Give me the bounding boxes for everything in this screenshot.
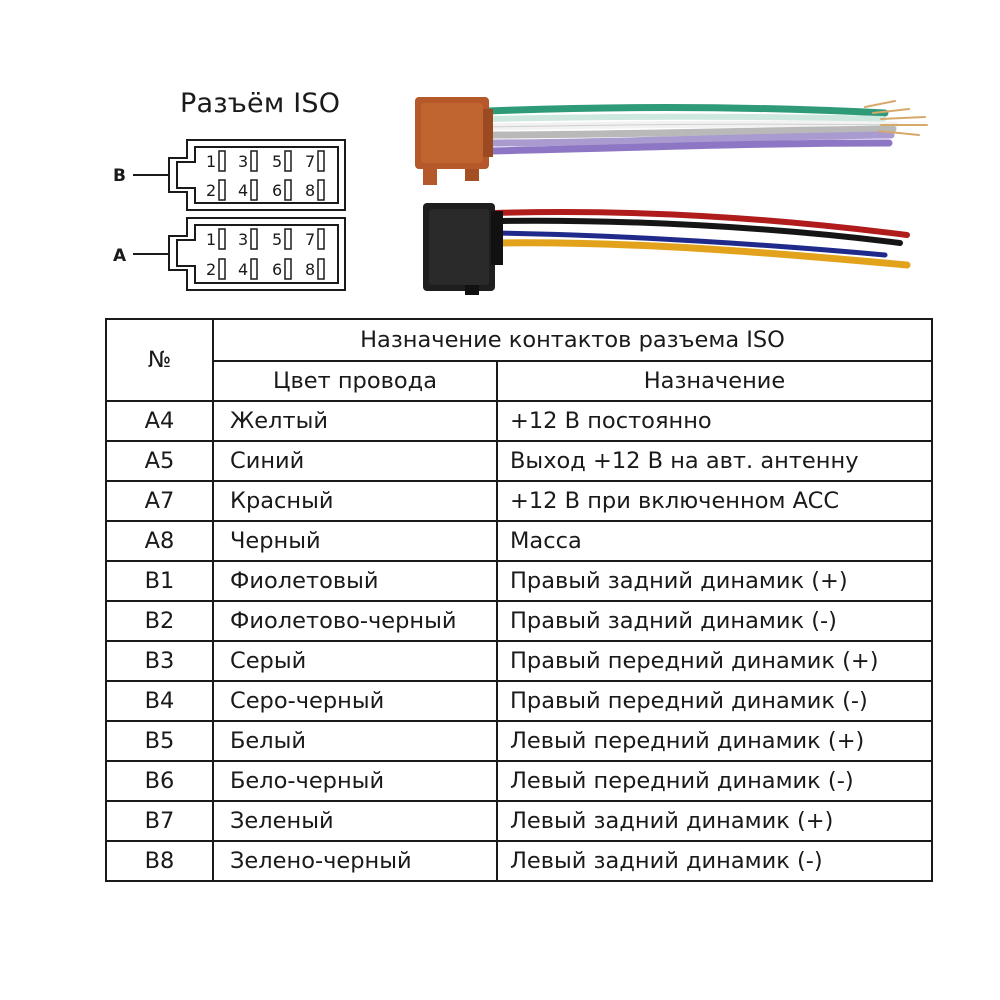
pin-label: 1 [206,230,216,249]
pin-function-cell: Выход +12 В на авт. антенну [495,440,934,482]
pin-label: 4 [238,260,248,279]
pin-number-cell: A4 [105,400,214,442]
pin-function-cell: Левый задний динамик (+) [495,800,934,842]
pin-function-cell: Правый задний динамик (+) [495,560,934,602]
pin-label: 6 [272,260,282,279]
pin-number-cell: B1 [105,560,214,602]
iso-speaker-connector [415,97,493,185]
wire-color-cell: Серо-черный [212,680,498,722]
pin-function-cell: Правый передний динамик (+) [495,640,934,682]
iso-harness-photo [415,97,928,295]
column-header-function: Назначение [495,360,934,402]
wire-color-cell: Черный [212,520,498,562]
pin-label: 7 [305,152,315,171]
iso-connector-diagram: B A 1 3 5 7 2 4 6 8 1 3 5 7 2 4 6 8 [113,139,346,291]
wire-color-cell: Зеленый [212,800,498,842]
wire-color-cell: Фиолетово-черный [212,600,498,642]
wire-color-cell: Серый [212,640,498,682]
pin-label: 6 [272,181,282,200]
wire-color-cell: Белый [212,720,498,762]
pin-label: 5 [272,230,282,249]
column-header-number: № [105,318,214,402]
pin-number-cell: B4 [105,680,214,722]
pin-label: 7 [305,230,315,249]
wire-color-cell: Желтый [212,400,498,442]
pin-label: 4 [238,181,248,200]
speaker-wires [483,100,928,155]
pin-number-cell: B8 [105,840,214,882]
pin-assignment-table: № Назначение контактов разъема ISO Цвет … [105,318,934,882]
pin-label: 3 [238,230,248,249]
pin-label: 1 [206,152,216,171]
wire-color-cell: Бело-черный [212,760,498,802]
pin-function-cell: +12 В постоянно [495,400,934,442]
pin-label: 2 [206,181,216,200]
pin-number-cell: B5 [105,720,214,762]
column-header-color: Цвет провода [212,360,498,402]
iso-power-connector [423,203,503,295]
wire-color-cell: Красный [212,480,498,522]
pin-number-cell: B2 [105,600,214,642]
diagram-title: Разъём ISO [180,88,341,119]
pin-label: 2 [206,260,216,279]
pin-number-cell: A7 [105,480,214,522]
block-a-label: A [113,246,127,266]
pin-function-cell: Правый передний динамик (-) [495,680,934,722]
pin-label: 8 [305,260,315,279]
pin-label: 5 [272,152,282,171]
wire-color-cell: Фиолетовый [212,560,498,602]
pin-function-cell: Правый задний динамик (-) [495,600,934,642]
power-wires [491,209,911,269]
wire-color-cell: Синий [212,440,498,482]
pin-function-cell: Масса [495,520,934,562]
pin-function-cell: +12 В при включенном ACC [495,480,934,522]
pin-function-cell: Левый задний динамик (-) [495,840,934,882]
pin-number-cell: A5 [105,440,214,482]
pin-number-cell: B3 [105,640,214,682]
wire-color-cell: Зелено-черный [212,840,498,882]
pin-number-cell: A8 [105,520,214,562]
pin-number-cell: B7 [105,800,214,842]
pin-label: 3 [238,152,248,171]
pin-number-cell: B6 [105,760,214,802]
block-b-label: B [113,166,126,186]
pin-function-cell: Левый передний динамик (+) [495,720,934,762]
pin-label: 8 [305,181,315,200]
table-title: Назначение контактов разъема ISO [211,318,934,362]
pin-function-cell: Левый передний динамик (-) [495,760,934,802]
